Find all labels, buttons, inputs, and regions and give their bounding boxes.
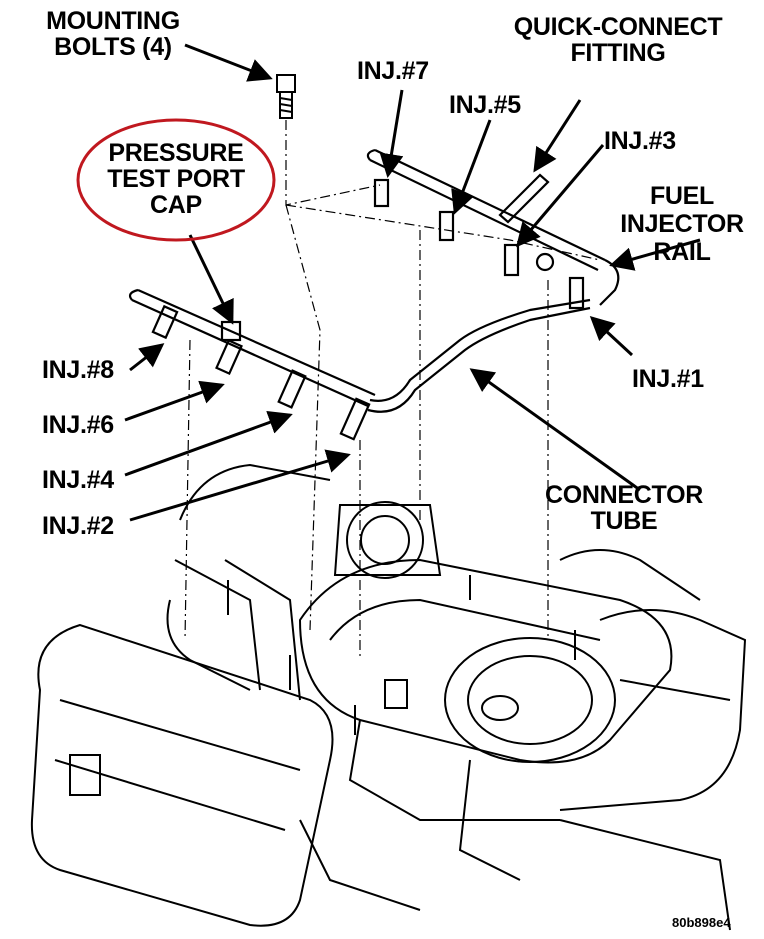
fuel-rail-label: FUEL INJECTOR RAIL [612,182,752,266]
inj2-label: INJ.#2 [42,512,114,540]
connector-tube-line2: TUBE [590,507,658,535]
fuel-rail-left [128,288,591,441]
pressure-test-highlight [76,118,276,242]
figure-code: 80b898e4 [672,915,731,930]
quick-connect-line1: QUICK-CONNECT [513,13,723,41]
inj3-label: INJ.#3 [604,127,676,155]
engine-block [30,463,747,931]
inj7-label: INJ.#7 [357,57,429,85]
alignment-lines [184,120,601,660]
connector-tube-line1: CONNECTOR [545,481,703,509]
quick-connect-line2: FITTING [570,39,666,67]
mounting-bolts-label: MOUNTING BOLTS (4) [28,8,198,60]
inj4-label: INJ.#4 [42,466,114,494]
fuel-rail-right [366,148,620,310]
pressure-test-line3: CAP [150,191,202,219]
pressure-test-line2: TEST PORT [107,165,245,193]
fuel-rail-line3: RAIL [653,238,711,266]
mounting-bolts-line2: BOLTS (4) [54,33,172,61]
mounting-bolt [276,74,296,119]
inj6-label: INJ.#6 [42,411,114,439]
fuel-rail-line2: INJECTOR [620,210,744,238]
mounting-bolts-line1: MOUNTING [46,7,180,35]
pressure-test-line1: PRESSURE [108,139,244,167]
inj5-label: INJ.#5 [449,91,521,119]
fuel-rail-line1: FUEL [649,182,715,210]
pressure-test-label: PRESSURE TEST PORT CAP [80,140,272,218]
leader-arrows [124,43,701,522]
inj1-label: INJ.#1 [632,365,704,393]
connector-tube-label: CONNECTOR TUBE [524,482,724,534]
inj8-label: INJ.#8 [42,356,114,384]
quick-connect-label: QUICK-CONNECT FITTING [488,14,748,66]
